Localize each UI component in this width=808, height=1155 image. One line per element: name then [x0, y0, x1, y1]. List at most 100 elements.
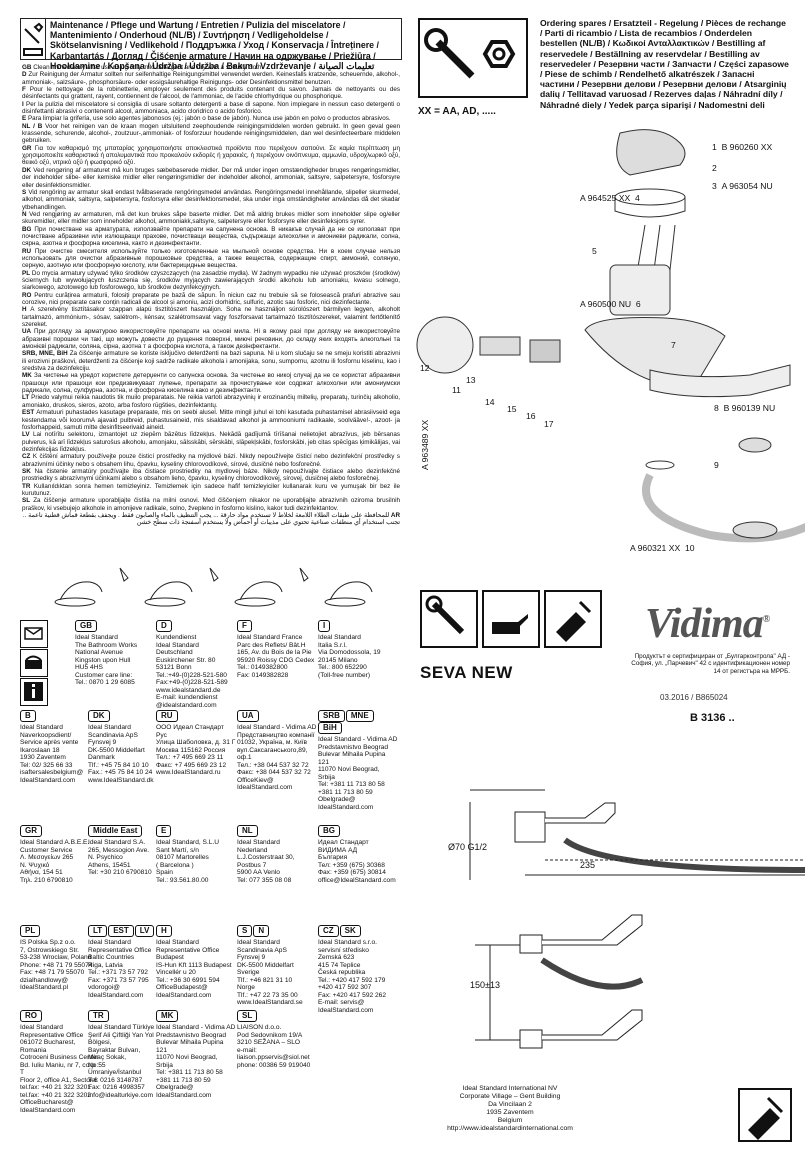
- language-code: MK: [22, 372, 35, 380]
- maintenance-text-body: Clean immediately after use using only m…: [33, 64, 264, 71]
- cleaning-illustrations: [20, 560, 402, 610]
- part-5: 5: [592, 246, 597, 256]
- contact-line: Ideal Standard A.B.E.E.: [20, 839, 90, 846]
- contact-line: N. Psychico: [88, 854, 123, 861]
- contact-line: Ideal Standard: [237, 839, 280, 846]
- contact-line: Москва 115162 Россия: [156, 746, 226, 754]
- maintenance-paragraph: UA При догляду за арматурою використовуй…: [22, 328, 400, 350]
- contact-line: E-mail: kundendienst: [156, 694, 218, 701]
- vidima-logo: Vidima®: [645, 601, 770, 647]
- contact-line: IS-Hun Kft 1113 Budapest: [156, 961, 232, 969]
- country-flag: RU: [156, 710, 178, 722]
- maintenance-text: GB Clean immediately after use using onl…: [22, 64, 400, 527]
- language-code: GB: [22, 64, 34, 71]
- contact-line: Αθήνα, 154 51: [20, 869, 63, 876]
- language-code: CZ: [22, 453, 33, 461]
- maintenance-text-body: Ved rengøring af armaturet må kun bruges…: [22, 166, 400, 189]
- cleaning-hand-icon: [544, 590, 602, 648]
- mail-icon: [20, 620, 48, 648]
- country-flag: DK: [88, 710, 110, 722]
- contact-line: tel.fax: +40 21 322 3201: [20, 1084, 91, 1091]
- country-flag: F: [237, 620, 252, 632]
- language-code: PL: [22, 269, 32, 277]
- contact-line: Ν. Ψυχικό: [20, 861, 50, 869]
- contact-line: Representative Office: [156, 946, 220, 954]
- maintenance-text-body: При почистване на арматурата, използвайт…: [22, 225, 400, 248]
- contact-line: @idealstandard.com: [156, 701, 217, 709]
- contact-line: E-mail: servis@: [318, 999, 365, 1006]
- contact-line: 20145 Milano: [318, 656, 358, 664]
- contact-line: Ideal Standard: [88, 724, 131, 731]
- contact-line: dzialhandlowy@: [20, 976, 69, 984]
- language-code: GR: [22, 144, 35, 152]
- contact-line: Ideal Standard s.r.o.: [318, 939, 378, 946]
- contact-line: Zemská 623: [318, 954, 355, 961]
- contact-line: Ideal Standard: [318, 634, 361, 641]
- part-9: 9: [714, 460, 719, 470]
- contact-line: No:55: [88, 1061, 106, 1069]
- contact-line: Тел.: +38 044 537 32 72: [237, 761, 309, 769]
- phone-icon: [20, 649, 48, 677]
- maintenance-text-body: При очистке смесителя используйте только…: [22, 247, 400, 270]
- contact-line: IdealStandard.com: [156, 1091, 212, 1099]
- contact-line: Ideal Standard - Vidima AD: [156, 1024, 236, 1031]
- contact-line: e-mail: liaison.ppservis@siol.net: [237, 1046, 310, 1062]
- info-icon: [20, 678, 48, 706]
- ordering-title: Ordering spares / Ersatzteil - Regelung …: [540, 18, 789, 110]
- contact-line: Fynsvej 9: [237, 954, 266, 961]
- maintenance-paragraph: AR للمحافظة على طبقات الطلاء اللامعة لخل…: [22, 512, 400, 527]
- contact-line: Tlf.: +45 75 84 10 10: [88, 761, 149, 769]
- contact-line: Pod Sedovnikom 19/A: [237, 1031, 303, 1039]
- maintenance-text-body: Voor het reinigen van de kraan mogen uit…: [22, 122, 401, 145]
- part-16: 16: [526, 411, 536, 421]
- maintenance-paragraph: EST Armatuuri puhastades kasutage prepar…: [22, 409, 400, 431]
- contact-line: Bd. Iuliu Maniu, nr 7, corp T: [20, 1061, 96, 1077]
- contact-line: Athens, 15451: [88, 861, 131, 869]
- contact-line: Ideal Standard, S.L.U: [156, 839, 220, 846]
- contact-line: Tel: +381 11 713 80 58: [318, 781, 385, 788]
- maintenance-paragraph: GB Clean immediately after use using onl…: [22, 64, 400, 71]
- country-flag: H: [156, 925, 172, 937]
- contact-line: DK-5500 Middelfart: [237, 961, 294, 969]
- country-flag: SRB: [318, 710, 345, 722]
- language-code: I: [22, 100, 27, 108]
- contact-line: Fax: 0149382828: [237, 671, 289, 679]
- maintenance-text-body: Lai notīrītu selektoru, izmantojet uz zi…: [22, 431, 400, 453]
- language-code: SK: [22, 467, 35, 475]
- document-date: 03.2016 / B865024: [660, 693, 728, 702]
- contact-line: Italia S.r.l.: [318, 641, 347, 649]
- safety-icons: [420, 590, 602, 650]
- country-flag: MNE: [345, 710, 374, 722]
- maintenance-text-body: Vid rengöring av armatur skall endast tv…: [22, 188, 400, 211]
- contact-line: Тел: +359 (675) 30368: [318, 861, 385, 869]
- part-15: 15: [507, 404, 517, 414]
- contact-line: servisní středisko: [318, 946, 369, 954]
- contact-line: www.idealstandard.de: [156, 686, 221, 694]
- contact-line: Идеал Стандарт: [318, 839, 369, 846]
- language-code: H: [22, 306, 31, 314]
- contact-line: Tel.: 93.561.80.00: [156, 876, 209, 884]
- maintenance-text-body: Kullanıldıktan sonra hemen temizleyiniz.…: [22, 482, 400, 497]
- contact-line: 11070 Novi Beograd, Srbija: [318, 766, 380, 781]
- contact-line: Česká republika: [318, 969, 366, 976]
- maintenance-paragraph: LT Priedo valymui reikia naudotis tik mu…: [22, 394, 400, 409]
- part-12: 12: [420, 363, 430, 373]
- contact-line: Ideal Standard Türkiye: [88, 1024, 155, 1031]
- contact-line: tel.fax: +40 21 322 3202: [20, 1091, 91, 1099]
- contact-line: 01032, Україна, м. Київ: [237, 739, 307, 746]
- country-flag: N: [253, 925, 270, 937]
- contact-line: Ümraniye/İstanbul: [88, 1069, 142, 1076]
- contact-line: Obelgrade@: [318, 796, 356, 803]
- dimension-drawing: [415, 730, 806, 1080]
- contact-line: 3210 SEŽANA – SLO: [237, 1039, 301, 1046]
- contact-line: 08107 Martorelles: [156, 854, 209, 861]
- contact-line: Miraç Sokak,: [88, 1054, 127, 1061]
- part-7: 7: [671, 340, 676, 350]
- country-flag: I: [318, 620, 331, 632]
- contact-line: Sverige: [237, 969, 260, 976]
- contact-line: IdealStandard.com: [88, 991, 144, 999]
